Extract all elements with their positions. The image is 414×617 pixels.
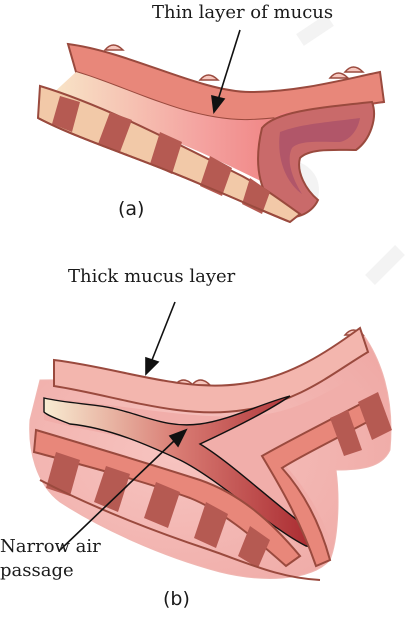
arrow-thin-mucus (211, 29, 241, 115)
narrow-passage (43, 395, 317, 547)
airway-a (36, 42, 386, 224)
branch-inner-a (279, 118, 360, 194)
muscle-bands-b (46, 452, 270, 568)
label-panel-b: (b) (163, 588, 190, 610)
label-panel-a: (a) (118, 198, 145, 220)
muscle-bands-branch-b (330, 392, 392, 456)
arrow-narrow-passage (59, 428, 188, 551)
label-passage: passage (0, 560, 74, 581)
label-narrow-air: Narrow air (0, 536, 101, 557)
arrow-thick-mucus (145, 301, 176, 376)
upper-wall-b (53, 326, 370, 414)
bottom-edge-b (39, 479, 321, 581)
muscle-bands-a (52, 96, 270, 214)
airway-b (29, 326, 392, 581)
lumen-a (50, 72, 384, 200)
bottom-edge-a (37, 117, 291, 223)
lower-wall-b (32, 428, 302, 568)
label-thick-mucus: Thick mucus layer (68, 266, 236, 287)
label-thin-mucus: Thin layer of mucus (152, 2, 334, 23)
